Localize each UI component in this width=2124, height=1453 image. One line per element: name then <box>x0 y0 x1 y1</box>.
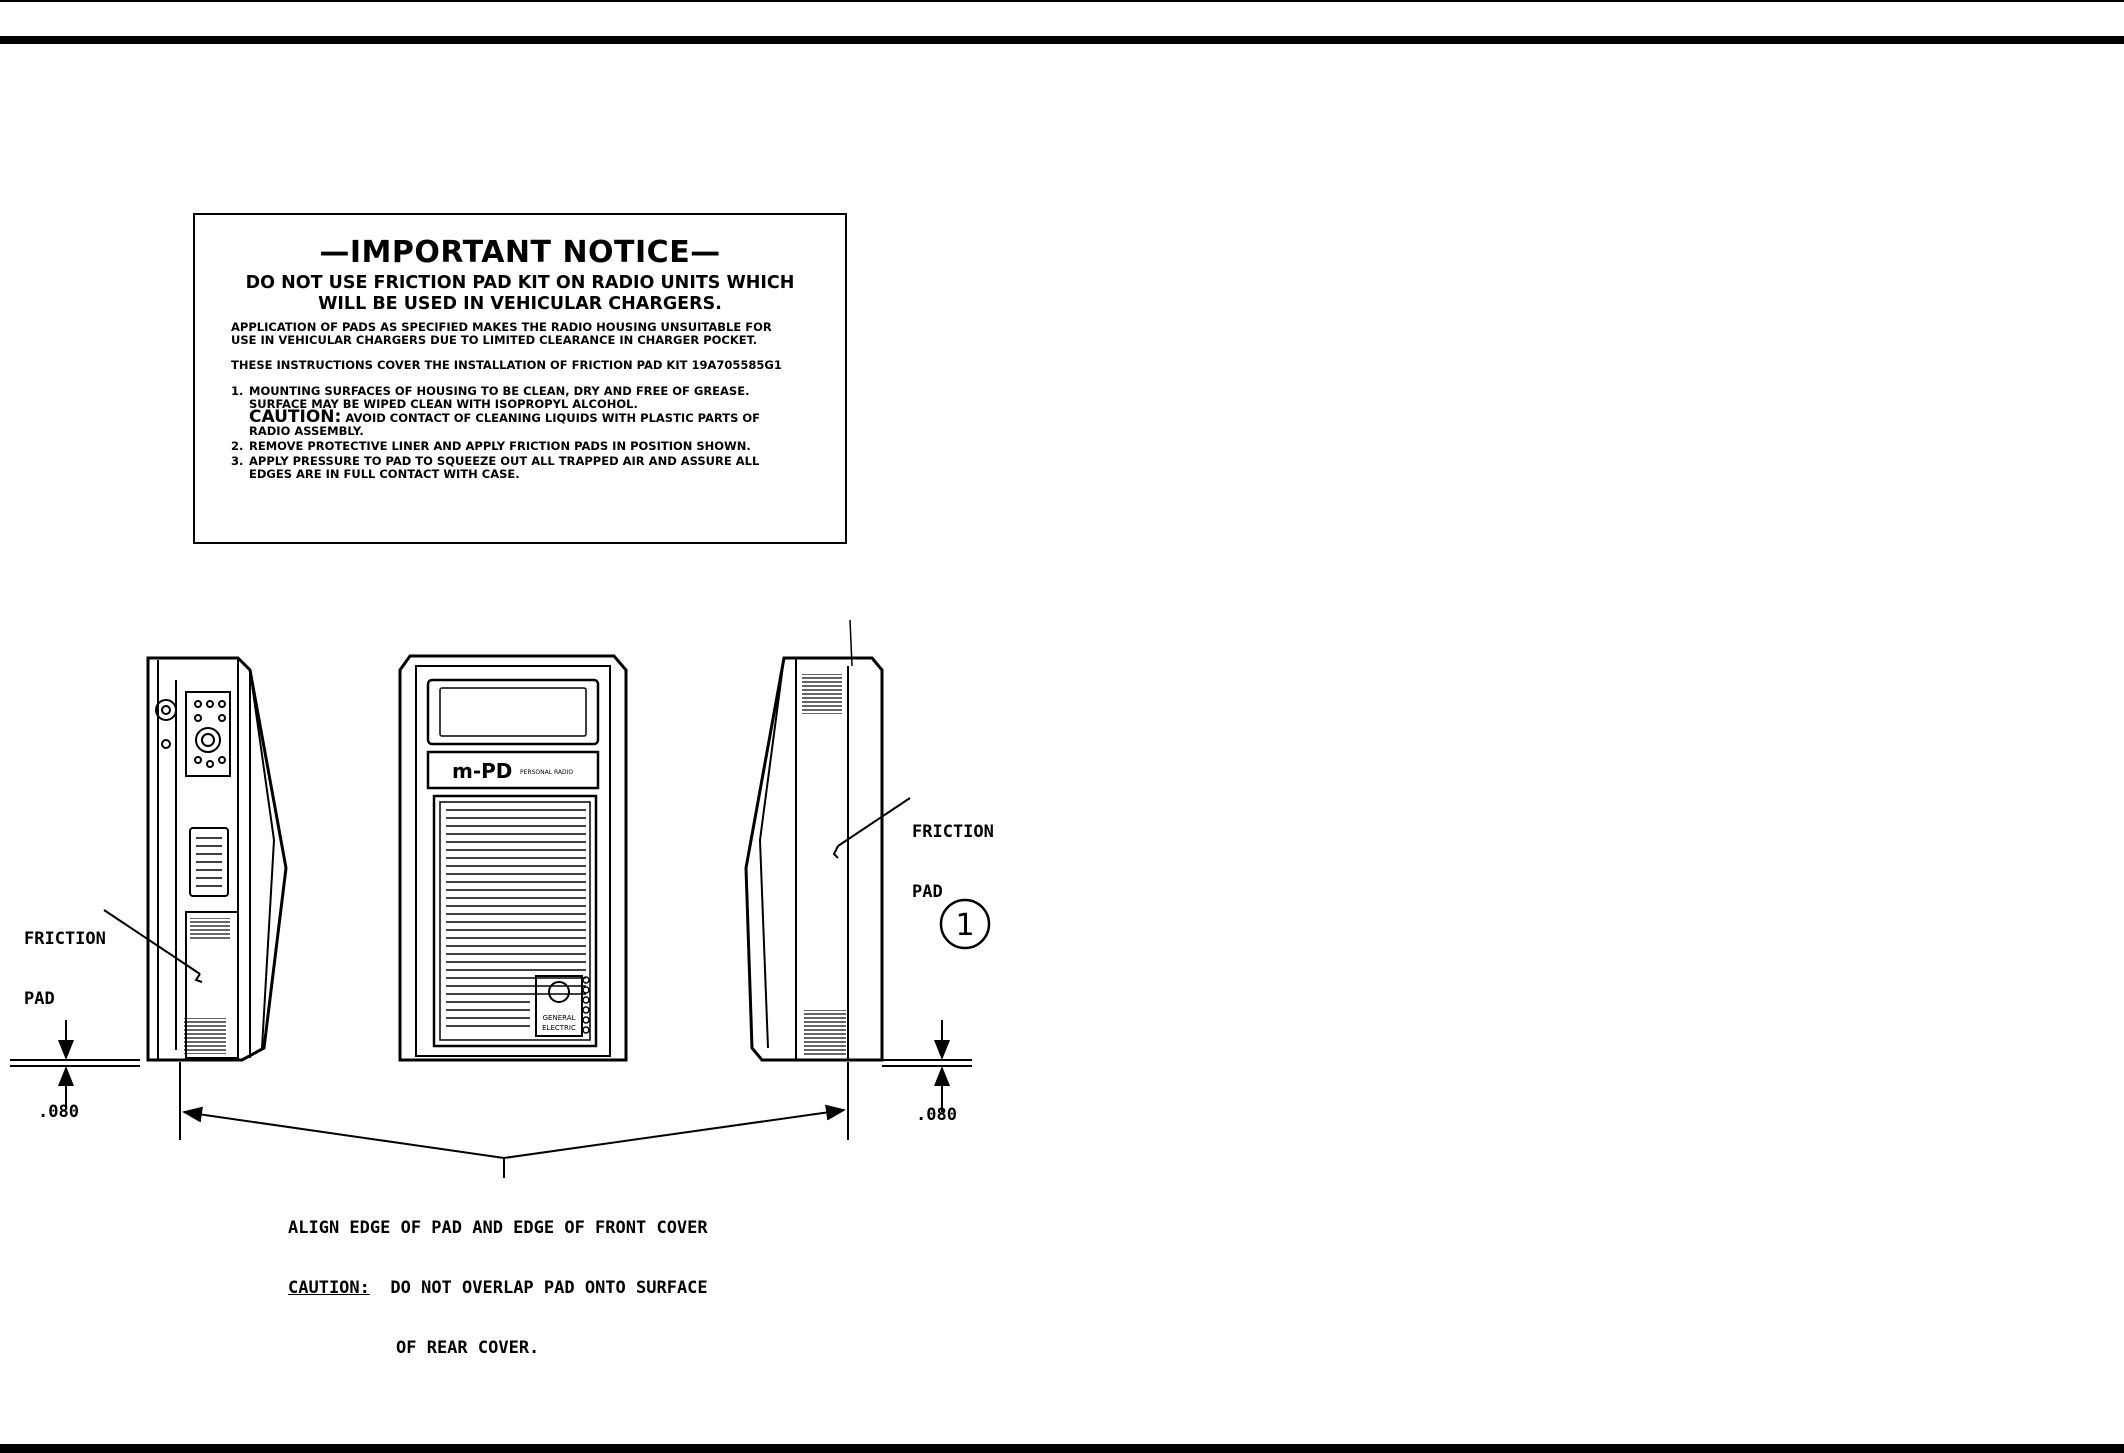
step-3-line-2: EDGES ARE IN FULL CONTACT WITH CASE. <box>249 467 520 481</box>
right-label-line-1: FRICTION <box>912 822 994 842</box>
caution-word: CAUTION: <box>249 407 342 427</box>
important-notice-box: —IMPORTANT NOTICE— DO NOT USE FRICTION P… <box>193 213 847 544</box>
right-label-line-2: PAD <box>912 882 943 902</box>
leader-lines <box>103 797 911 983</box>
alignment-caution-word: CAUTION: <box>288 1278 370 1298</box>
right-pad-hatch-bottom <box>804 1010 846 1056</box>
header-rule <box>0 36 2124 44</box>
step-1-caution: CAUTION: AVOID CONTACT OF CLEANING LIQUI… <box>249 409 815 426</box>
right-dimension-value: .080 <box>916 1105 957 1125</box>
top-rule <box>0 0 2124 2</box>
left-pad-hatch-bottom <box>184 1018 226 1054</box>
notice-headline-line-1: DO NOT USE FRICTION PAD KIT ON RADIO UNI… <box>245 273 795 293</box>
notice-step-2: 2. REMOVE PROTECTIVE LINER AND APPLY FRI… <box>231 440 815 453</box>
left-pad-hatch-top <box>190 918 230 940</box>
caution-text-1: AVOID CONTACT OF CLEANING LIQUIDS WITH P… <box>345 411 761 425</box>
alignment-caution-text: DO NOT OVERLAP PAD ONTO SURFACE <box>390 1278 708 1298</box>
notice-step-1: 1. MOUNTING SURFACES OF HOUSING TO BE CL… <box>231 385 815 438</box>
step-3-number: 3. <box>231 454 244 468</box>
caution-text-2: RADIO ASSEMBLY. <box>249 424 364 438</box>
right-friction-pad-label: FRICTION PAD <box>912 782 994 922</box>
step-3-line-1: APPLY PRESSURE TO PAD TO SQUEEZE OUT ALL… <box>249 454 760 468</box>
callout-number: 1 <box>955 908 974 943</box>
right-dimension <box>882 1020 972 1112</box>
alignment-note-line-1: ALIGN EDGE OF PAD AND EDGE OF FRONT COVE… <box>288 1218 708 1238</box>
step-2-number: 2. <box>231 439 244 453</box>
mpd-logo-subtext: PERSONAL RADIO <box>520 769 573 776</box>
ge-brand-line-2: ELECTRIC <box>542 1024 576 1032</box>
left-dimension <box>10 1020 140 1110</box>
front-view <box>398 654 628 1062</box>
step-1-line-2: SURFACE MAY BE WIPED CLEAN WITH ISOPROPY… <box>249 397 638 411</box>
alignment-note: ALIGN EDGE OF PAD AND EDGE OF FRONT COVE… <box>288 1178 708 1378</box>
right-pad-hatch-top <box>802 674 842 714</box>
mpd-logo: m-PD <box>452 759 512 783</box>
left-label-line-2: PAD <box>24 989 55 1009</box>
left-friction-pad-label: FRICTION PAD <box>24 889 106 1029</box>
alignment-note-line-3: OF REAR COVER. <box>396 1338 540 1358</box>
notice-steps: 1. MOUNTING SURFACES OF HOUSING TO BE CL… <box>231 385 815 483</box>
ge-brand-line-1: GENERAL <box>543 1014 576 1022</box>
left-label-line-1: FRICTION <box>24 929 106 949</box>
radio-installation-diagram: m-PD PERSONAL RADIO GENERAL ELECTRIC <box>10 619 991 1178</box>
alignment-arrows <box>179 1062 849 1178</box>
notice-application-line-1: APPLICATION OF PADS AS SPECIFIED MAKES T… <box>231 320 772 334</box>
right-side-view <box>744 619 884 1062</box>
step-2-text: REMOVE PROTECTIVE LINER AND APPLY FRICTI… <box>249 439 751 453</box>
callout-circle: 1 <box>939 898 991 950</box>
speaker-grille <box>446 809 586 1027</box>
front-side-dots <box>582 976 590 1034</box>
left-grip-slots <box>196 837 222 887</box>
notice-headline: DO NOT USE FRICTION PAD KIT ON RADIO UNI… <box>195 273 845 315</box>
notice-instructions: THESE INSTRUCTIONS COVER THE INSTALLATIO… <box>231 358 782 372</box>
step-1-number: 1. <box>231 384 244 398</box>
notice-step-3: 3. APPLY PRESSURE TO PAD TO SQUEEZE OUT … <box>231 455 815 481</box>
notice-headline-line-2: WILL BE USED IN VEHICULAR CHARGERS. <box>318 294 722 314</box>
ge-badge <box>535 975 583 1037</box>
left-dimension-value: .080 <box>38 1102 79 1122</box>
left-view-controls <box>155 699 226 768</box>
notice-application-line-2: USE IN VEHICULAR CHARGERS DUE TO LIMITED… <box>231 333 758 347</box>
notice-application: APPLICATION OF PADS AS SPECIFIED MAKES T… <box>231 321 821 347</box>
notice-title: —IMPORTANT NOTICE— <box>319 235 721 270</box>
left-side-view <box>146 656 288 1062</box>
footer-rule <box>0 1444 2124 1453</box>
alignment-note-line-2: CAUTION: DO NOT OVERLAP PAD ONTO SURFACE <box>288 1278 708 1298</box>
step-1-line-1: MOUNTING SURFACES OF HOUSING TO BE CLEAN… <box>249 384 750 398</box>
